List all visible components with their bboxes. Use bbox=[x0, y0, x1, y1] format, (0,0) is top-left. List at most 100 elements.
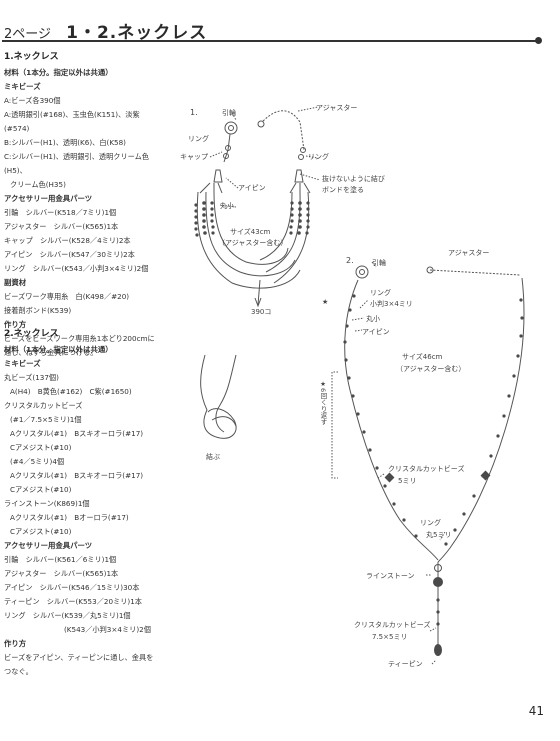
d1-label-maru: 丸小 bbox=[220, 202, 234, 210]
d2-label-crystal-1-size: 5ミリ bbox=[398, 477, 417, 485]
section1-part-line: 引輪 シルバー(K518／7ミリ)1個 bbox=[4, 208, 117, 217]
d2-label-repeat: ★6回くり返す bbox=[319, 380, 327, 425]
d2-ring-5mm bbox=[434, 564, 442, 572]
section1-beads-heading: ミキビーズ bbox=[4, 82, 41, 91]
section1-part-line: キャップ シルバー(K528／4ミリ)2本 bbox=[4, 236, 131, 245]
d2-label-size-2: （アジャスター含む） bbox=[396, 365, 466, 373]
d1-adjuster-end bbox=[257, 120, 265, 128]
d1-label-ring-left: リング bbox=[188, 135, 209, 143]
section2-heading: 2.ネックレス bbox=[4, 329, 59, 339]
d1-label-count: 390コ bbox=[251, 308, 272, 316]
d1-label-size-1: サイズ43cm bbox=[230, 228, 271, 236]
section1-bead-line: クリーム色(H35) bbox=[10, 180, 66, 189]
section2-part-line: リング シルバー(K539／丸5ミリ)1個 bbox=[4, 611, 131, 620]
d2-adjuster-chain bbox=[429, 269, 521, 276]
section1-howto-heading: 作り方 bbox=[4, 320, 27, 329]
section2-howto-line: ビーズをアイピン、ティーピンに通し、金具を bbox=[4, 653, 154, 662]
section2-bead-line: Cアメジスト(#10) bbox=[10, 443, 72, 452]
section1-bead-line: C:シルバー(H1)、透明銀引、透明クリーム色(H5)、 bbox=[4, 152, 149, 175]
section2-beads-heading: ミキビーズ bbox=[4, 359, 41, 368]
section2-bead-line: Aクリスタル(#1) Bオーロラ(#17) bbox=[10, 513, 129, 522]
d1-adjuster-chain bbox=[262, 110, 305, 151]
d1-label-eyepin: アイピン bbox=[238, 184, 266, 192]
d1-label-ring-right: リング bbox=[308, 153, 329, 161]
section1-part-line: アイピン シルバー(K547／30ミリ)2本 bbox=[4, 250, 135, 259]
d2-label-eyepin: アイピン bbox=[362, 328, 390, 336]
d1-label-size-2: （アジャスター含む） bbox=[218, 239, 288, 247]
d1-cap-left bbox=[213, 169, 223, 183]
d2-beads bbox=[343, 294, 524, 656]
d2-crystal-drop bbox=[434, 644, 442, 656]
d2-chain-left bbox=[344, 279, 439, 561]
section1-parts-heading: アクセサリー用金具パーツ bbox=[4, 194, 93, 203]
d2-label-ring2: リング bbox=[420, 519, 441, 527]
section2-part-line: ティーピン シルバー(K553／20ミリ)1本 bbox=[4, 597, 142, 606]
section1-other-line: 接着剤ボンド(K539) bbox=[4, 306, 72, 315]
page-title: 1・2.ネックレス bbox=[66, 23, 208, 43]
d1-strand-2 bbox=[205, 191, 296, 277]
d1-cap-right bbox=[294, 169, 304, 183]
section2-bead-line: (#1／7.5×5ミリ)1個 bbox=[10, 415, 82, 424]
section1-bead-line: A:透明銀引(#168)、玉虫色(K151)、淡紫(#574) bbox=[4, 110, 140, 133]
d2-label-ring2-size: 丸5ミリ bbox=[426, 531, 452, 539]
section1-part-line: アジャスター シルバー(K565)1本 bbox=[4, 222, 119, 231]
section1-part-line: リング シルバー(K543／小判3×4ミリ)2個 bbox=[4, 264, 149, 273]
page-header: 2ページ 1・2.ネックレス bbox=[4, 18, 207, 43]
d1-knot bbox=[200, 354, 237, 439]
section2-part-line: アイピン シルバー(K546／15ミリ)30本 bbox=[4, 583, 140, 592]
section2-bead-line: ラインストーン(K869)1個 bbox=[4, 499, 90, 508]
title-dot bbox=[535, 37, 542, 44]
d1-label-cap: キャップ bbox=[180, 153, 208, 161]
d2-label-crystal-2: クリスタルカットビーズ bbox=[354, 621, 431, 629]
page-number: 41 bbox=[528, 704, 544, 718]
section1-heading: 1.ネックレス bbox=[4, 52, 59, 62]
d2-label-crystal-1: クリスタルカットビーズ bbox=[388, 465, 465, 473]
section1-howto-line: 通し、ねずち金具につける。 bbox=[4, 348, 98, 357]
d2-crystal-bead bbox=[384, 472, 395, 483]
section1-other-heading: 副資材 bbox=[4, 278, 27, 287]
section2-howto-line: つなぐ。 bbox=[4, 667, 33, 676]
d2-chain-right bbox=[437, 277, 525, 563]
d1-label-knot: 結ぶ bbox=[206, 453, 220, 461]
section1-other-line: ビーズワーク専用糸 白(K498／#20) bbox=[4, 292, 130, 301]
d2-label-tpin: ティーピン bbox=[388, 660, 423, 668]
section2-bead-line: Cアメジスト(#10) bbox=[10, 485, 72, 494]
d2-label-hikiwa: 引輪 bbox=[372, 259, 386, 267]
section2-bead-line: Cアメジスト(#10) bbox=[10, 527, 72, 536]
section2-bead-line: Aクリスタル(#1) Bスキオーロラ(#17) bbox=[10, 471, 144, 480]
d2-rhinestone bbox=[433, 577, 443, 587]
d2-label-crystal-2-size: 7.5×5ミリ bbox=[372, 633, 408, 641]
page-label: 2ページ bbox=[4, 27, 52, 42]
section2-howto-heading: 作り方 bbox=[4, 639, 27, 648]
section2-parts-heading: アクセサリー用金具パーツ bbox=[4, 541, 93, 550]
section2-part-line: (K543／小判3×4ミリ)2個 bbox=[64, 625, 151, 634]
section2-bead-line: Aクリスタル(#1) Bスキオーロラ(#17) bbox=[10, 429, 144, 438]
title-rule bbox=[2, 40, 538, 42]
d1-label-knot-note-1: 抜けないように結び bbox=[322, 175, 385, 183]
section2-bead-line: A(H4) B黄色(#162) C紫(#1650) bbox=[10, 387, 132, 396]
d1-label-adjuster: アジャスター bbox=[316, 104, 358, 112]
d2-label-maru: 丸小 bbox=[366, 315, 380, 323]
d2-number: 2. bbox=[346, 256, 354, 265]
section1-bead-line: B:シルバー(H1)、透明(K6)、白(K58) bbox=[4, 138, 126, 147]
section2-materials: 材料（1本分。指定以外は共通） bbox=[4, 345, 113, 354]
d1-strand-1 bbox=[196, 191, 301, 289]
d1-label-hikiwa: 引輪 bbox=[222, 109, 236, 117]
section1-text: 1.ネックレス 材料（1本分。指定以外は共通） ミキビーズ A:ビーズ各390個… bbox=[4, 50, 164, 360]
d2-label-star: ★ bbox=[322, 298, 329, 306]
d1-strand-3 bbox=[213, 191, 289, 265]
section2-bead-line: 丸ビーズ(137個) bbox=[4, 373, 59, 382]
section2-text: 2.ネックレス 材料（1本分。指定以外は共通） ミキビーズ 丸ビーズ(137個)… bbox=[4, 327, 164, 679]
section1-howto-line: ビーズをビーズワーク専用糸1本どり200cmに bbox=[4, 334, 155, 343]
d1-label-knot-note-2: ボンドを塗る bbox=[322, 186, 364, 194]
d2-label-size-1: サイズ46cm bbox=[402, 353, 443, 361]
d2-label-ring: リング bbox=[370, 289, 391, 297]
d2-label-ring-size: 小判3×4ミリ bbox=[370, 300, 413, 308]
section2-bead-line: (#4／5ミリ)4個 bbox=[10, 457, 65, 466]
d2-hikiwa-ring bbox=[355, 265, 369, 279]
section1-bead-line: A:ビーズ各390個 bbox=[4, 96, 61, 105]
d1-number: 1. bbox=[190, 108, 198, 117]
d2-label-adjuster: アジャスター bbox=[448, 249, 490, 257]
section2-part-line: アジャスター シルバー(K565)1本 bbox=[4, 569, 119, 578]
